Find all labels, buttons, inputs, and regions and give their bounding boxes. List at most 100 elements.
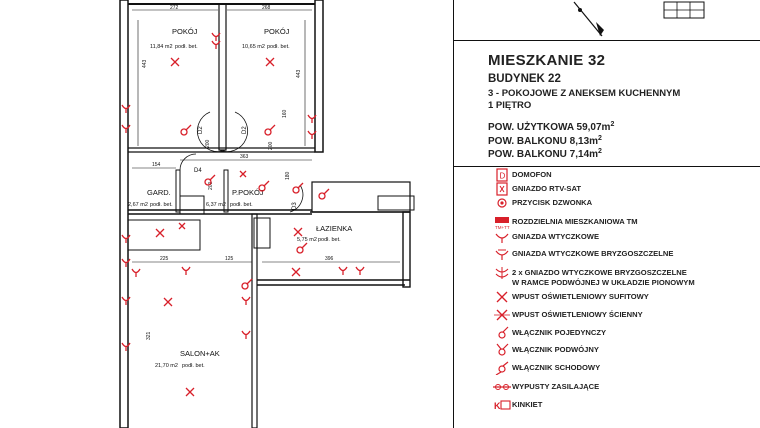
room-label: P.POKÓJ xyxy=(232,188,264,197)
door-tag: D2 xyxy=(242,126,248,134)
light-point-symbol xyxy=(293,227,303,237)
power-outlet-icon xyxy=(493,384,511,390)
dimension-label: 200 xyxy=(268,141,274,150)
light-point-symbol xyxy=(239,170,247,178)
dimension-label: 396 xyxy=(325,256,334,262)
room-area: 10,65 m2 xyxy=(242,44,265,50)
double-switch-icon xyxy=(496,343,509,356)
light-point-symbol xyxy=(170,57,180,67)
kitchen-unit xyxy=(253,217,271,249)
socket-symbol xyxy=(211,32,221,41)
legend-label: 2 x GNIAZDO WTYCZKOWE BRYZGOSZCZELNE xyxy=(512,268,687,277)
dimension-label: 160 xyxy=(282,109,288,118)
dimension-label: 200 xyxy=(205,139,211,148)
room-label: POKÓJ xyxy=(264,27,290,36)
panel-divider xyxy=(453,166,760,167)
building-key-icon xyxy=(663,1,705,19)
socket-icon xyxy=(495,233,509,243)
socket-symbol xyxy=(121,296,131,305)
light-point-symbol xyxy=(178,222,186,230)
light-point-symbol xyxy=(163,297,173,307)
dimension-label: 154 xyxy=(152,162,161,168)
legend-label: PRZYCISK DZWONKA xyxy=(512,198,593,207)
svg-text:K: K xyxy=(494,401,501,411)
legend-label: DOMOFON xyxy=(512,170,552,179)
switch-symbol xyxy=(297,182,304,189)
dimension-label: 268 xyxy=(262,5,271,11)
switch-symbol xyxy=(301,242,308,249)
svg-text:TM+TT: TM+TT xyxy=(495,225,510,229)
dimension-label: 125 xyxy=(225,256,234,262)
wall xyxy=(218,3,227,151)
room-floor: podł. bet. xyxy=(182,363,205,369)
socket-symbol xyxy=(338,266,348,275)
switch-symbol xyxy=(292,186,300,194)
kitchen-unit xyxy=(179,195,205,215)
wall xyxy=(311,181,411,213)
socket-symbol xyxy=(355,266,365,275)
legend-label: GNIAZDO RTV-SAT xyxy=(512,184,582,193)
socket-symbol xyxy=(307,130,317,139)
switch-symbol xyxy=(209,174,216,181)
wall xyxy=(314,0,324,153)
usable-area: POW. UŻYTKOWA 59,07m2 xyxy=(488,121,615,133)
socket-symbol xyxy=(121,124,131,133)
socket-symbol xyxy=(307,114,317,123)
room-label: SALON+AK xyxy=(180,349,220,358)
stair-switch-icon xyxy=(495,361,509,375)
dimension-label: 363 xyxy=(240,154,249,160)
ceiling-light-icon xyxy=(496,291,508,303)
switch-symbol xyxy=(296,246,304,254)
switch-symbol xyxy=(263,180,270,187)
legend-label: WPUST OŚWIETLENIOWY SUFITOWY xyxy=(512,292,649,301)
balcony-area-2: POW. BALKONU 7,14m2 xyxy=(488,148,602,160)
dimension-label: 200 xyxy=(208,181,214,190)
room-area: 6,37 m2 xyxy=(206,202,226,208)
light-point-symbol xyxy=(185,387,195,397)
wall xyxy=(175,169,181,213)
dimension-label: 443 xyxy=(296,69,302,78)
legend-label: W RAMCE PODWÓJNEJ W UKŁADZIE PIONOWYM xyxy=(512,278,695,287)
switch-symbol xyxy=(269,124,276,131)
socket-symbol xyxy=(241,296,251,305)
switch-symbol xyxy=(241,282,249,290)
wall xyxy=(119,0,129,428)
socket-symbol xyxy=(181,266,191,275)
room-label: POKÓJ xyxy=(172,27,198,36)
wall-lamp-icon: K xyxy=(494,400,511,411)
legend-label: WPUST OŚWIETLENIOWY ŚCIENNY xyxy=(512,310,643,319)
legend-label: WŁĄCZNIK POJEDYNCZY xyxy=(512,328,607,337)
socket-symbol xyxy=(211,40,221,49)
light-point-symbol xyxy=(265,57,275,67)
panel-frame xyxy=(453,0,760,428)
building-label: BUDYNEK 22 xyxy=(488,73,561,85)
door-tag: D2 xyxy=(198,126,204,134)
dimension-label: 225 xyxy=(160,256,169,262)
single-switch-icon xyxy=(498,326,509,339)
wall xyxy=(251,213,258,428)
switch-symbol xyxy=(323,188,330,195)
door-swing xyxy=(179,153,197,171)
room-area: 21,70 m2 xyxy=(155,363,178,369)
room-floor: podł. bet. xyxy=(267,44,290,50)
switch-symbol xyxy=(258,184,266,192)
dimension-label: 180 xyxy=(285,171,291,180)
legend-label: GNIAZDA WTYCZKOWE BRYZGOSZCZELNE xyxy=(512,249,674,258)
light-point-symbol xyxy=(155,228,165,238)
room-label: ŁAZIENKA xyxy=(316,224,352,233)
socket-symbol xyxy=(131,268,141,277)
room-area: 11,84 m2 xyxy=(150,44,173,50)
floor-label: 1 PIĘTRO xyxy=(488,100,532,111)
room-floor: podł. bet. xyxy=(175,44,198,50)
room-area: 5,75 m2 xyxy=(297,237,317,243)
distribution-board-icon: TM+TT xyxy=(495,217,510,229)
doorbell-button-icon xyxy=(497,198,507,208)
splashproof-socket-icon xyxy=(495,249,509,260)
switch-symbol xyxy=(246,278,253,285)
room-label: GARD. xyxy=(147,188,171,197)
switch-symbol xyxy=(318,192,326,200)
switch-symbol xyxy=(185,124,192,131)
wall xyxy=(402,211,411,288)
door-swing xyxy=(289,184,304,213)
socket-symbol xyxy=(241,330,251,339)
